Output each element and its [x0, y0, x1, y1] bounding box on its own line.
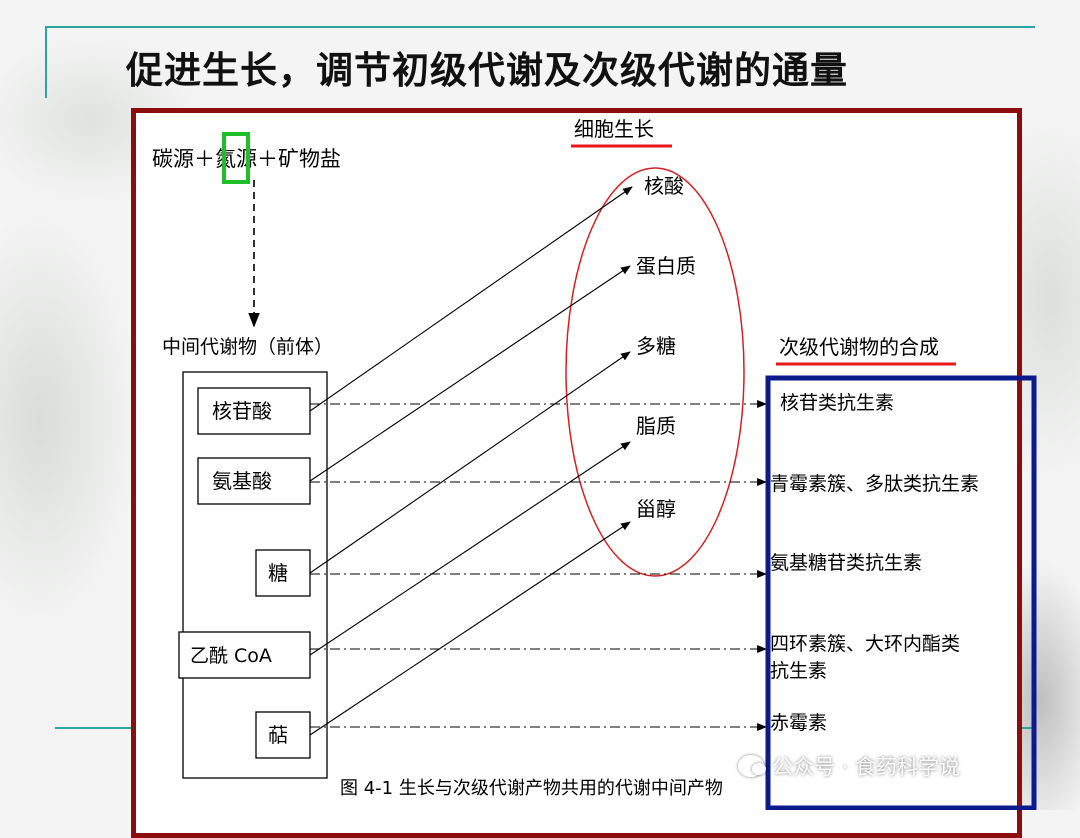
- cell-growth-ellipse: [565, 167, 745, 577]
- intermediate-nucleotide: 核苷酸: [212, 399, 272, 423]
- cell-growth-label: 细胞生长: [574, 117, 654, 141]
- growth-product-lipid: 脂质: [636, 414, 676, 438]
- growth-product-protein: 蛋白质: [636, 254, 696, 278]
- secondary-metabolite-label: 次级代谢物的合成: [779, 335, 939, 359]
- secondary-product-penicillins: 青霉素簇、多肽类抗生素: [770, 473, 979, 495]
- watermark: 公众号 · 食药科学说: [738, 748, 960, 784]
- secondary-product-aminoglycosides: 氨基糖苷类抗生素: [770, 552, 922, 574]
- decorative-line-left: [45, 26, 47, 98]
- secondary-product-nucleoside-antibiotics: 核苷类抗生素: [780, 392, 894, 414]
- intermediate-amino-acid: 氨基酸: [212, 469, 272, 493]
- growth-product-nucleic-acid: 核酸: [644, 174, 684, 198]
- intermediate-terpene: 萜: [268, 723, 288, 747]
- intermediates-label: 中间代谢物（前体）: [162, 336, 333, 358]
- intermediate-sugar: 糖: [268, 561, 288, 585]
- arrow-acetyl-coa-to-lipid: [309, 441, 631, 656]
- metabolism-diagram: 碳源＋氮源＋矿物盐 中间代谢物（前体） 核苷酸 氨基酸 糖 乙酰 CoA 萜 细…: [152, 117, 1037, 810]
- slide-title: 促进生长，调节初级代谢及次级代谢的通量: [126, 49, 848, 92]
- intermediate-box-amino-acid: [197, 457, 311, 505]
- growth-product-polysaccharide: 多糖: [636, 334, 676, 358]
- intermediate-box-acetyl-coa: [178, 631, 311, 679]
- intermediate-acetyl-coa: 乙酰 CoA: [190, 645, 272, 667]
- wechat-icon: [738, 755, 766, 777]
- figure-caption: 图 4-1 生长与次级代谢产物共用的代谢中间产物: [340, 778, 723, 799]
- decorative-line-top: [45, 26, 1035, 28]
- growth-product-sterol: 甾醇: [636, 497, 676, 521]
- intermediates-container: [182, 371, 328, 779]
- arrow-nucleotide-to-nucleic-acid: [309, 186, 633, 412]
- arrow-terpene-to-sterol: [309, 521, 631, 736]
- arrow-sugar-to-polysaccharide: [309, 351, 631, 574]
- secondary-product-tetracyclines-line2: 抗生素: [770, 660, 827, 682]
- secondary-product-gibberellin: 赤霉素: [770, 712, 827, 734]
- secondary-products-box: [765, 375, 1037, 810]
- nitrogen-highlight-box: [222, 132, 250, 184]
- secondary-product-tetracyclines: 四环素簇、大环内酯类: [770, 633, 960, 655]
- watermark-text: 公众号 · 食药科学说: [772, 755, 961, 779]
- arrow-amino-acid-to-protein: [309, 265, 631, 482]
